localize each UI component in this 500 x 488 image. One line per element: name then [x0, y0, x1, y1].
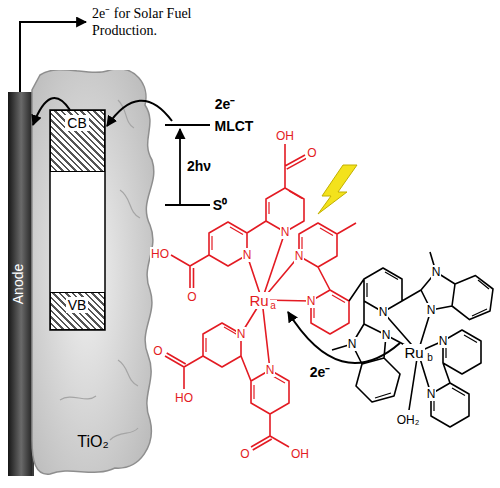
atom-label: OH — [275, 129, 295, 143]
node-label: CB — [65, 115, 88, 131]
diagram-label: Ru — [248, 292, 269, 309]
aromatic-bonds — [367, 272, 489, 411]
node-label: VB — [66, 297, 89, 313]
particle-surface — [32, 70, 154, 474]
atom-label: N — [378, 305, 389, 319]
atom-label: O — [239, 447, 250, 461]
ruthenium-a-ligands — [165, 144, 356, 450]
output-arrow — [20, 22, 86, 92]
diagram-label: 2e⁻ — [214, 96, 237, 112]
atom-label: OH — [290, 447, 310, 461]
atom-label: N — [280, 225, 291, 239]
conduction-band: CB — [50, 110, 105, 172]
atom-label: HO — [150, 247, 170, 261]
atom-label: O — [152, 344, 163, 358]
tio2-particle: TiO₂ CB VB — [30, 70, 155, 475]
atom-label: N — [265, 363, 276, 377]
diagram-label: S⁰ — [212, 197, 228, 213]
transfer-arrow — [288, 312, 400, 363]
excitation-arrow — [179, 129, 181, 204]
atom-label: N — [347, 337, 358, 351]
atom-label: N — [294, 249, 305, 263]
atom-label: N — [426, 387, 437, 401]
anode-electrode: Anode — [8, 92, 32, 476]
electron-flow-arrow — [33, 98, 70, 125]
diagram-label: MLCT — [214, 118, 255, 134]
output-caption: 2e⁻ for Solar Fuel Production. — [92, 6, 252, 40]
atom-label: N — [242, 248, 253, 262]
aromatic-bonds — [206, 191, 345, 399]
ruthenium-b-ligands — [332, 252, 493, 427]
injection-arrow — [107, 101, 172, 126]
diagram-label: 2hν — [186, 158, 212, 174]
band-gap-box — [50, 110, 105, 330]
valence-band: VB — [50, 292, 105, 330]
atom-label: a — [269, 300, 277, 312]
diagram-label: 2e⁻ — [309, 364, 332, 380]
diagram-label: Ru — [403, 344, 424, 361]
atom-label: b — [426, 352, 434, 364]
atom-label: N — [306, 294, 317, 308]
node-label: Anode — [12, 264, 26, 304]
atom-label: N — [438, 334, 449, 348]
atom-label: N — [381, 328, 392, 342]
atom-label: N — [426, 303, 437, 317]
atom-label: O — [186, 290, 197, 304]
atom-label: HO — [174, 391, 194, 405]
atom-label: O — [306, 146, 317, 160]
atom-label: N — [236, 327, 247, 341]
light-bolt — [318, 165, 357, 214]
node-label: TiO₂ — [77, 434, 108, 450]
atom-label: OH₂ — [396, 413, 421, 427]
atom-label: N — [431, 265, 442, 279]
